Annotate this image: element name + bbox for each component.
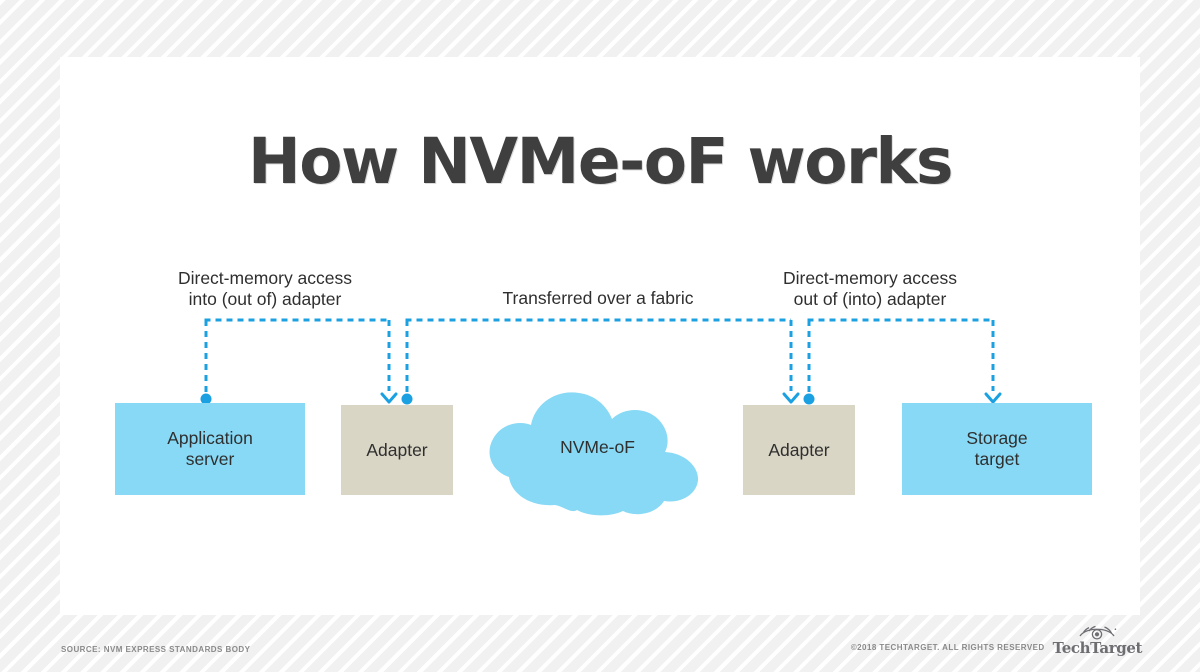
connector-arrowhead-2 xyxy=(782,392,800,404)
page-title: How NVMe-oF works xyxy=(248,125,953,198)
techtarget-wordmark: TechTarget xyxy=(1052,639,1143,657)
footer-attribution: ©2018 TECHTARGET. ALL RIGHTS RESERVED Te… xyxy=(851,624,1142,656)
techtarget-logo: TechTarget xyxy=(1053,624,1142,656)
node-application-server: Application server xyxy=(115,403,305,495)
fabric-cloud-icon xyxy=(489,392,699,516)
eye-icon xyxy=(1079,625,1117,640)
connector-start-dot-3 xyxy=(803,393,815,405)
connector-start-dot-2 xyxy=(401,393,413,405)
node-storage-target: Storage target xyxy=(902,403,1092,495)
node-fabric-cloud-label: NVMe-oF xyxy=(560,437,635,457)
connector-arrowhead-1 xyxy=(380,392,398,404)
connector-arrowhead-3 xyxy=(984,392,1002,404)
node-adapter-left: Adapter xyxy=(341,405,453,495)
content-card: How NVMe-oF works Direct-mem xyxy=(60,57,1140,615)
footer-source-note: SOURCE: NVM EXPRESS STANDARDS BODY xyxy=(61,645,251,654)
caption-middle: Transferred over a fabric xyxy=(502,288,694,308)
caption-right: Direct-memory access out of (into) adapt… xyxy=(782,268,958,309)
caption-left: Direct-memory access into (out of) adapt… xyxy=(177,268,353,309)
node-adapter-right: Adapter xyxy=(743,405,855,495)
footer-copyright: ©2018 TECHTARGET. ALL RIGHTS RESERVED xyxy=(850,643,1045,652)
